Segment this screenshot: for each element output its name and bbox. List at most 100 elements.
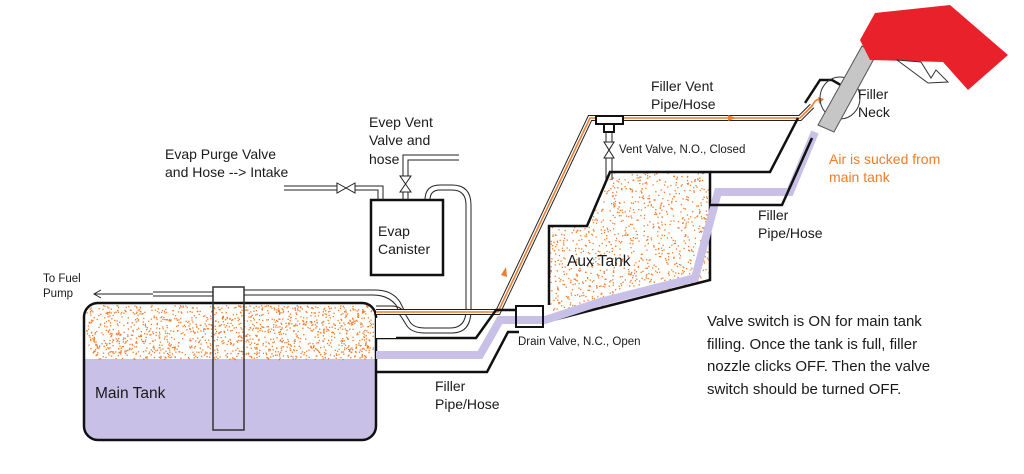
- vapor-dot: [115, 358, 117, 360]
- vapor-dot: [118, 330, 120, 332]
- vapor-dot: [322, 358, 324, 360]
- vapor-dot: [326, 342, 329, 345]
- vapor-dot: [576, 223, 578, 225]
- vapor-dot: [89, 336, 91, 338]
- vapor-dot: [153, 346, 155, 349]
- vapor-dot: [598, 258, 600, 260]
- vapor-dot: [340, 313, 342, 316]
- vapor-dot: [589, 241, 591, 244]
- vapor-dot: [621, 187, 623, 190]
- vapor-dot: [682, 296, 685, 298]
- vapor-dot: [706, 251, 708, 253]
- vapor-dot: [636, 319, 638, 320]
- vapor-dot: [355, 346, 358, 348]
- vapor-dot: [631, 190, 634, 192]
- vapor-dot: [611, 203, 613, 205]
- vapor-dot: [632, 243, 634, 245]
- vapor-dot: [233, 357, 235, 360]
- vapor-dot: [90, 310, 92, 312]
- vapor-dot: [280, 328, 283, 331]
- vapor-dot: [296, 324, 298, 327]
- vapor-dot: [102, 308, 104, 310]
- vapor-dot: [600, 177, 602, 180]
- fuel-pump-line: [92, 289, 405, 313]
- vapor-dot: [362, 310, 364, 313]
- vapor-dot: [197, 310, 199, 313]
- vapor-dot: [195, 355, 197, 357]
- vapor-dot: [586, 201, 588, 203]
- vapor-dot: [684, 219, 686, 221]
- vapor-dot: [563, 191, 565, 193]
- vapor-dot: [700, 231, 702, 233]
- vapor-dot: [564, 258, 566, 260]
- vapor-dot: [636, 174, 638, 176]
- vapor-dot: [698, 294, 700, 296]
- vapor-dot: [295, 323, 297, 325]
- vapor-dot: [282, 318, 284, 320]
- vapor-dot: [366, 305, 368, 308]
- vapor-dot: [579, 270, 581, 272]
- vapor-dot: [356, 332, 359, 334]
- vapor-dot: [677, 221, 680, 223]
- vapor-dot: [119, 321, 121, 323]
- vapor-dot: [642, 302, 644, 304]
- vapor-dot: [342, 358, 344, 361]
- vapor-dot: [310, 315, 312, 317]
- vapor-dot: [650, 278, 652, 281]
- vapor-dot: [683, 207, 685, 210]
- vapor-dot: [196, 325, 198, 327]
- vapor-dot: [110, 312, 112, 314]
- vapor-dot: [312, 328, 315, 331]
- vapor-dot: [210, 324, 212, 326]
- vapor-dot: [317, 315, 320, 317]
- vapor-dot: [583, 294, 585, 297]
- vapor-dot: [638, 284, 640, 286]
- vapor-dot: [606, 235, 608, 237]
- vapor-dot: [686, 306, 688, 308]
- vapor-dot: [664, 257, 667, 260]
- vapor-dot: [235, 306, 237, 308]
- vapor-dot: [629, 187, 631, 190]
- vapor-dot: [581, 295, 583, 297]
- vapor-dot: [630, 239, 632, 241]
- vapor-dot: [174, 315, 177, 317]
- vapor-dot: [582, 198, 585, 200]
- vapor-dot: [601, 275, 603, 278]
- vapor-dot: [132, 329, 134, 332]
- vapor-dot: [247, 339, 249, 341]
- vapor-dot: [270, 356, 272, 358]
- vapor-dot: [652, 206, 654, 208]
- vapor-dot: [626, 315, 628, 317]
- vapor-dot: [635, 190, 637, 192]
- vapor-dot: [680, 293, 682, 295]
- vapor-dot: [278, 355, 281, 357]
- vapor-dot: [573, 207, 575, 209]
- vapor-dot: [688, 218, 690, 220]
- vapor-dot: [178, 321, 180, 324]
- vapor-dot: [261, 309, 263, 311]
- vapor-dot: [245, 306, 247, 308]
- vapor-dot: [653, 245, 655, 247]
- vapor-dot: [98, 315, 100, 317]
- vapor-dot: [296, 356, 298, 358]
- vapor-dot: [631, 188, 633, 190]
- vapor-dot: [560, 218, 562, 220]
- vapor-dot: [142, 323, 144, 326]
- vapor-dot: [189, 340, 191, 342]
- vapor-dot: [637, 313, 639, 316]
- vapor-dot: [666, 211, 668, 213]
- vapor-dot: [678, 272, 680, 275]
- vapor-dot: [277, 309, 280, 312]
- vapor-dot: [563, 306, 565, 308]
- vapor-dot: [237, 339, 240, 341]
- vapor-dot: [287, 311, 289, 313]
- vapor-dot: [214, 328, 217, 330]
- vapor-dot: [339, 327, 341, 329]
- vapor-dot: [361, 348, 363, 350]
- vapor-dot: [320, 354, 322, 356]
- vapor-dot: [130, 334, 132, 336]
- vapor-dot: [214, 325, 216, 327]
- vapor-dot: [214, 349, 216, 351]
- vapor-dot: [134, 313, 136, 315]
- vapor-dot: [696, 216, 698, 218]
